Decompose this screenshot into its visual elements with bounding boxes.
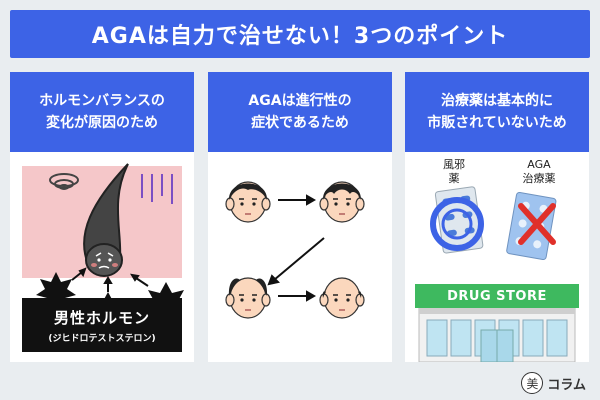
panel-heading-line1: AGAは進行性の — [248, 93, 352, 109]
medicine-comparison-illustration — [430, 186, 557, 261]
site-logo: 美 コラム — [521, 372, 586, 394]
point-panel-progressive: AGAは進行性の 症状であるため — [208, 72, 392, 362]
hair-loss-progression-illustration — [225, 181, 365, 319]
hair-follicle-illustration — [36, 163, 184, 298]
panel-heading-line1: ホルモンバランスの — [39, 93, 165, 109]
point-panel-hormone: ホルモンバランスの 変化が原因のため — [10, 72, 194, 362]
ng-cross-icon — [518, 203, 556, 245]
hormone-subname: (ジヒドロテストステロン) — [48, 333, 156, 344]
drug-store-sign: DRUG STORE — [415, 284, 579, 308]
hormone-burst-icons — [36, 272, 184, 298]
dizzy-icon — [49, 173, 79, 190]
arrow-right-icon — [278, 194, 317, 206]
panel-illustration: 風邪 薬 AGA 治療薬 — [405, 152, 589, 362]
panel-heading: ホルモンバランスの 変化が原因のため — [10, 72, 194, 152]
panel-heading: AGAは進行性の 症状であるため — [208, 72, 392, 152]
arrow-right-icon — [278, 290, 317, 302]
hormone-name: 男性ホルモン — [53, 308, 150, 327]
panel-heading-line2: 市販されていないため — [427, 115, 567, 131]
panel-heading-line2: 変化が原因のため — [46, 115, 158, 131]
panel-heading-line2: 症状であるため — [251, 115, 349, 131]
page-title: AGAは自力で治せない！3つのポイント — [91, 24, 509, 49]
head-stage-4 — [319, 277, 365, 319]
panel-heading: 治療薬は基本的に 市販されていないため — [405, 72, 589, 152]
head-stage-3 — [225, 277, 271, 319]
male-hormone-label: 男性ホルモン (ジヒドロテストステロン) — [22, 298, 182, 352]
point-panel-medication: 治療薬は基本的に 市販されていないため 風邪 薬 AGA 治療薬 — [405, 72, 589, 362]
store-building-illustration — [418, 308, 576, 362]
logo-mark-icon: 美 — [521, 372, 544, 394]
head-stage-1 — [225, 181, 271, 223]
title-banner: AGAは自力で治せない！3つのポイント — [10, 10, 590, 58]
panel-illustration: 男性ホルモン (ジヒドロテストステロン) — [10, 152, 194, 362]
panel-heading-line1: 治療薬は基本的に — [441, 93, 553, 109]
panel-illustration — [208, 152, 392, 362]
ok-circle-icon — [430, 197, 484, 251]
arrow-diagonal-icon — [267, 237, 325, 286]
aga-medicine-label: AGA 治療薬 — [522, 158, 556, 185]
cold-medicine-label: 風邪 薬 — [443, 158, 465, 185]
head-stage-2 — [319, 181, 365, 223]
logo-text: コラム — [547, 377, 586, 393]
